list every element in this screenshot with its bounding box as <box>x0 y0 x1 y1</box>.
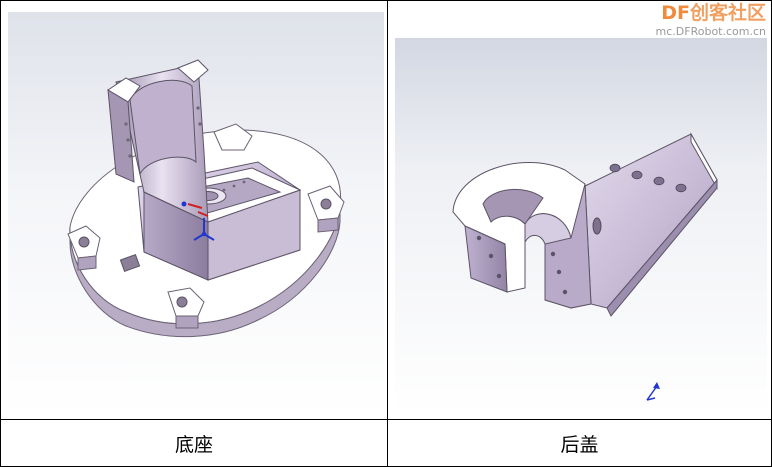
watermark: DF创客社区 mc.DFRobot.com.cn <box>656 2 766 38</box>
table-border-top <box>0 0 772 1</box>
table-border-middle <box>387 0 388 467</box>
watermark-brand: DF创客社区 <box>656 2 766 24</box>
back-cover-part-image <box>395 38 767 416</box>
table-border-row <box>0 419 772 420</box>
watermark-brand-rest: 创客社区 <box>689 2 766 24</box>
triad-axis-icon <box>181 201 215 241</box>
watermark-url: mc.DFRobot.com.cn <box>655 25 766 38</box>
caption-base: 底座 <box>174 433 213 456</box>
triad-axis-icon <box>646 382 660 401</box>
base-part-image <box>8 12 384 416</box>
caption-back-cover: 后盖 <box>560 433 599 456</box>
watermark-brand-df: DF <box>661 2 690 24</box>
table-border-left <box>0 0 1 467</box>
